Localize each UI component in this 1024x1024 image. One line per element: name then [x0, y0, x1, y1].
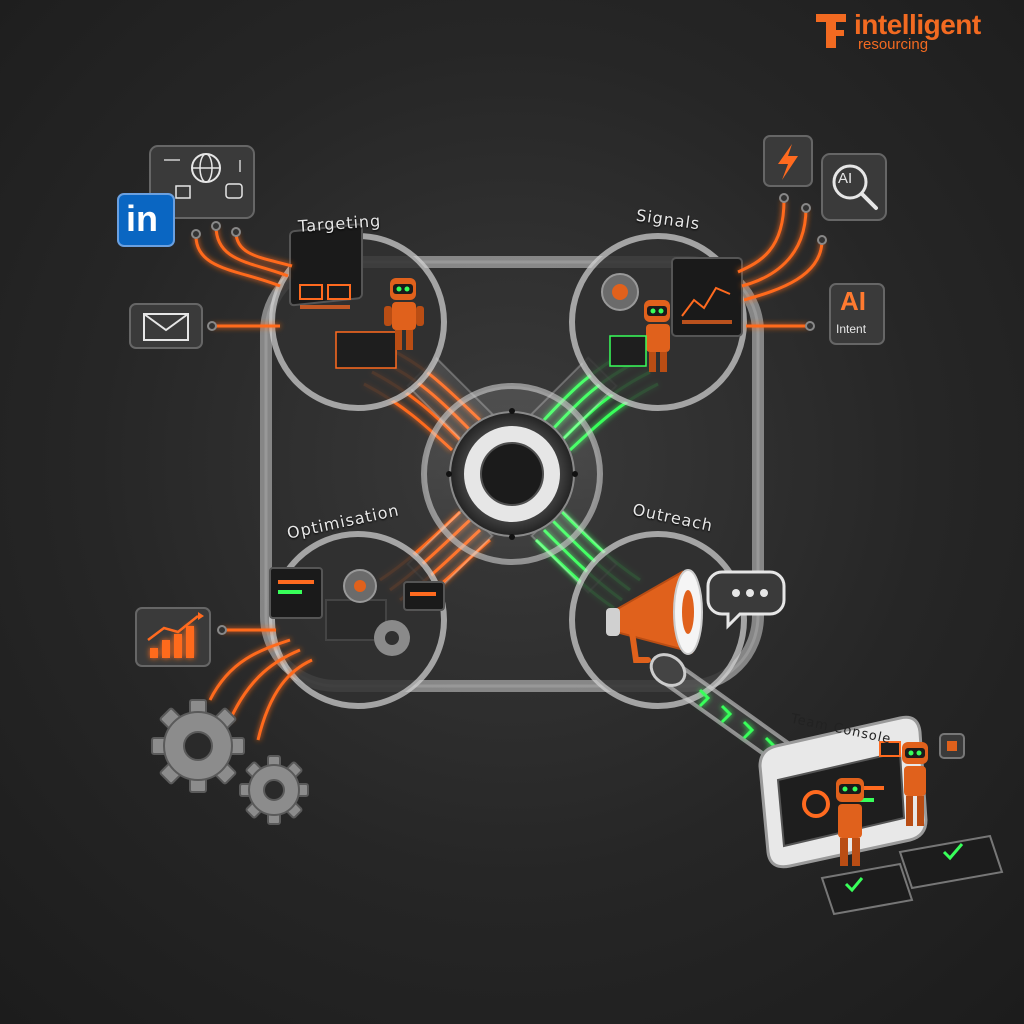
node-optimisation [269, 531, 447, 709]
brand-name-line1: intelligent [854, 9, 981, 40]
ai-intent-sub-text: Intent [836, 322, 867, 336]
robot-icon [902, 742, 928, 826]
ai-intent-main-text: AI [840, 286, 866, 316]
node-targeting [269, 223, 447, 411]
linkedin-icon [117, 193, 175, 247]
outer-frame [260, 256, 764, 692]
central-hub [421, 383, 603, 565]
robot-icon [836, 778, 864, 866]
lightning-icon [763, 135, 813, 187]
robot-icon [644, 300, 670, 372]
robot-icon [384, 278, 424, 350]
speech-bubble-icon [706, 570, 786, 630]
brand-mark-icon [816, 14, 846, 48]
brand-name-line2: resourcing [858, 36, 929, 53]
node-signals [569, 233, 747, 411]
targeting-input-fibers [194, 225, 293, 328]
team-console [758, 715, 1004, 916]
gear-icon [374, 620, 410, 656]
megaphone-icon [606, 569, 703, 663]
brand-logo: intelligent resourcing [814, 10, 1014, 54]
ai-search-icon [821, 153, 887, 221]
linkedin-text: in [126, 198, 158, 239]
ai-intent-icon [829, 283, 885, 345]
ai-search-text: AI [838, 170, 853, 187]
node-outreach [569, 531, 786, 709]
optimisation-input-fibers [208, 628, 313, 741]
gear-icon [239, 755, 309, 825]
growth-chart-icon [135, 607, 211, 667]
gear-icon [151, 699, 245, 793]
network-diagram-icon [149, 145, 255, 219]
signals-input-fibers [737, 199, 824, 328]
envelope-icon [129, 303, 203, 349]
